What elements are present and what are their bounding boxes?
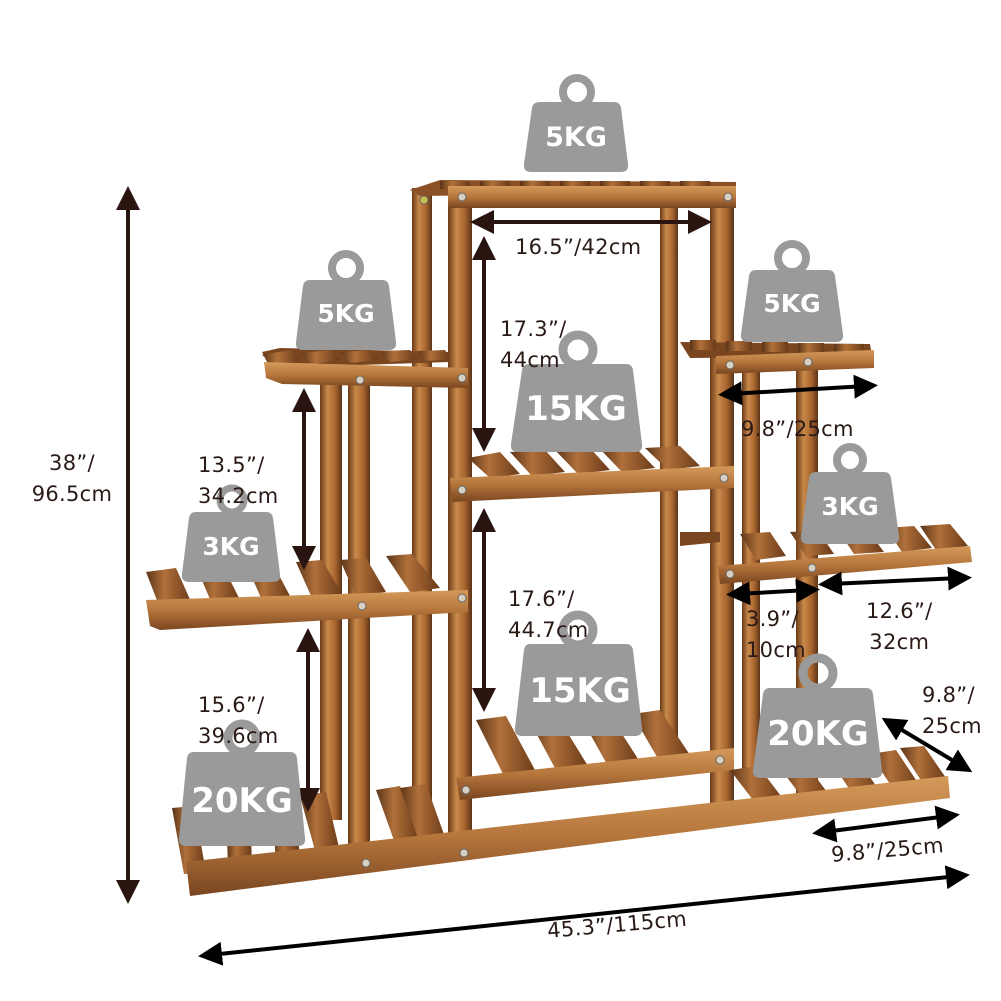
weight-icon-middle-right: 3KG <box>800 443 900 544</box>
center-lower-height-inches: 17.6”/ <box>508 587 575 611</box>
weight-icon-middle-left: 3KG <box>181 484 281 582</box>
svg-text:20KG: 20KG <box>191 781 293 821</box>
svg-text:15KG: 15KG <box>525 389 627 429</box>
weight-icon-bottom-right: 20KG <box>752 653 883 778</box>
weight-icon-upper-left: 5KG <box>295 250 397 350</box>
weight-icon-top: 5KG <box>523 74 629 172</box>
weight-icon-upper-right: 5KG <box>740 240 844 342</box>
bottom-depth-label: 9.8”/ 25cm <box>922 680 982 742</box>
svg-text:5KG: 5KG <box>317 299 374 328</box>
top-section-height-cm: 44cm <box>500 348 560 372</box>
svg-text:20KG: 20KG <box>767 714 869 754</box>
right-mid-shelf-width-label: 12.6”/ 32cm <box>866 596 933 658</box>
svg-text:3KG: 3KG <box>821 492 878 521</box>
svg-text:5KG: 5KG <box>763 289 820 318</box>
svg-text:5KG: 5KG <box>545 122 607 153</box>
dimension-arrows <box>116 186 712 904</box>
left-lower-gap-inches: 15.6”/ <box>198 693 265 717</box>
center-lower-height-cm: 44.7cm <box>508 618 589 642</box>
weight-icon-lower-center: 15KG <box>514 610 643 736</box>
right-upper-shelf-width-label: 9.8”/25cm <box>741 417 854 441</box>
total-height-cm: 96.5cm <box>31 482 113 506</box>
total-height-label: 38”/ 96.5cm <box>22 448 122 510</box>
top-shelf-width-label: 16.5”/42cm <box>515 235 642 259</box>
left-upper-gap-inches: 13.5”/ <box>198 453 265 477</box>
top-section-height-label: 17.3”/ 44cm <box>500 314 567 376</box>
right-mid-shelf-width-inches: 12.6”/ <box>866 599 933 623</box>
weight-icon-bottom-left: 20KG <box>178 719 306 846</box>
svg-text:3KG: 3KG <box>202 532 259 561</box>
total-height-inches: 38”/ <box>49 451 95 475</box>
right-mid-post-gap-cm: 10cm <box>746 638 806 662</box>
right-mid-post-gap-label: 3.9”/ 10cm <box>746 604 806 666</box>
left-upper-gap-label: 13.5”/ 34.2cm <box>198 450 279 512</box>
left-upper-gap-cm: 34.2cm <box>198 484 279 508</box>
left-lower-gap-label: 15.6”/ 39.6cm <box>198 690 279 752</box>
right-mid-post-gap-inches: 3.9”/ <box>746 607 799 631</box>
weight-icon-middle-center: 15KG <box>510 330 643 452</box>
right-mid-shelf-width-cm: 32cm <box>869 630 930 654</box>
top-section-height-inches: 17.3”/ <box>500 317 567 341</box>
center-lower-height-label: 17.6”/ 44.7cm <box>508 584 589 646</box>
svg-text:15KG: 15KG <box>529 671 631 711</box>
bottom-depth-cm: 25cm <box>922 714 982 738</box>
left-lower-gap-cm: 39.6cm <box>198 724 279 748</box>
bottom-depth-inches: 9.8”/ <box>922 683 975 707</box>
